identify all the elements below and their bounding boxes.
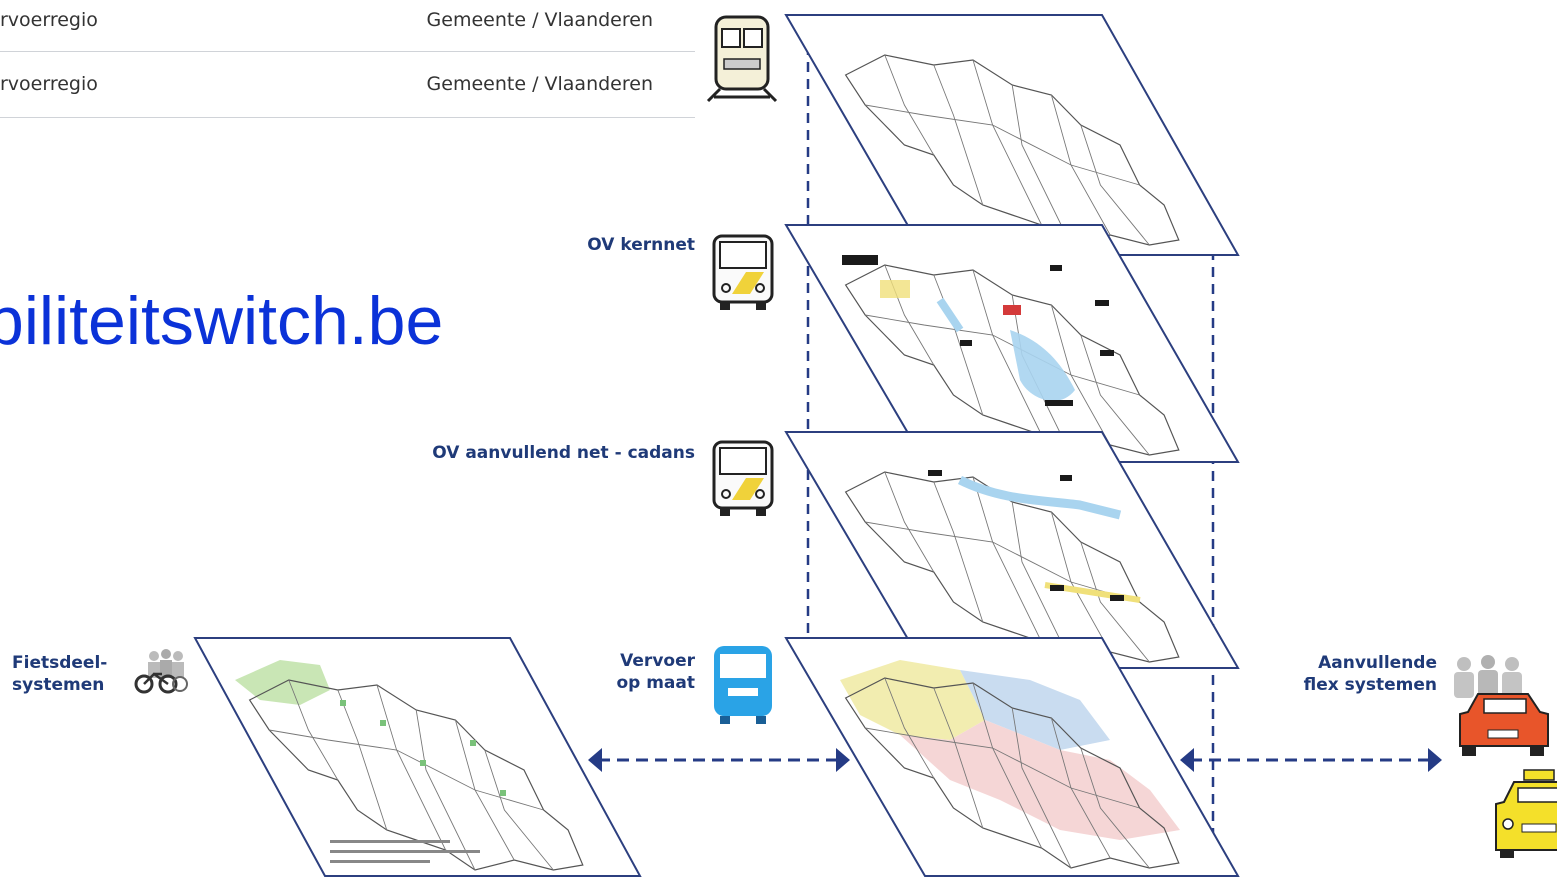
taxi-icon bbox=[1495, 769, 1557, 858]
label-vervoer-op-maat: Vervoer op maat bbox=[616, 650, 695, 694]
bus-icon bbox=[712, 234, 774, 310]
label-line: Vervoer bbox=[620, 651, 695, 671]
label-ov-kernnet: OV kernnet bbox=[587, 235, 695, 255]
table-row: rvoerregio Gemeente / Vlaanderen bbox=[0, 64, 695, 128]
label-ov-aanvullend: OV aanvullend net - cadans bbox=[432, 443, 695, 463]
arrow-heads bbox=[588, 748, 1442, 772]
map-layer-ov-kernnet bbox=[784, 224, 1240, 463]
label-fietsdeel: Fietsdeel- systemen bbox=[12, 652, 107, 696]
bus-blue-icon bbox=[714, 646, 772, 724]
map-layer-fietsdeel bbox=[193, 637, 642, 877]
map-layer-top bbox=[784, 14, 1240, 256]
row-divider bbox=[0, 117, 695, 118]
table-cell-region: rvoerregio bbox=[0, 9, 98, 31]
car-icon bbox=[1454, 655, 1549, 756]
label-line: op maat bbox=[616, 673, 695, 693]
table-cell-scope: Gemeente / Vlaanderen bbox=[426, 73, 653, 95]
label-line: flex systemen bbox=[1303, 675, 1437, 695]
table-cell-scope: Gemeente / Vlaanderen bbox=[426, 9, 653, 31]
row-divider bbox=[0, 51, 695, 52]
website-link[interactable]: biliteitswitch.be bbox=[0, 282, 443, 360]
bicycle-group-icon bbox=[134, 649, 188, 694]
bus-icon bbox=[712, 440, 774, 516]
train-icon bbox=[706, 15, 778, 103]
link-text[interactable]: biliteitswitch.be bbox=[0, 283, 444, 359]
label-line: systemen bbox=[12, 675, 105, 695]
label-line: Aanvullende bbox=[1318, 653, 1437, 673]
table-row: rvoerregio Gemeente / Vlaanderen bbox=[0, 0, 695, 64]
label-line: Fietsdeel- bbox=[12, 653, 108, 673]
table-cell-region: rvoerregio bbox=[0, 73, 98, 95]
label-flex-systemen: Aanvullende flex systemen bbox=[1304, 652, 1437, 696]
map-layer-vervoer-op-maat bbox=[784, 637, 1240, 877]
map-layer-ov-aanvullend bbox=[784, 431, 1240, 669]
